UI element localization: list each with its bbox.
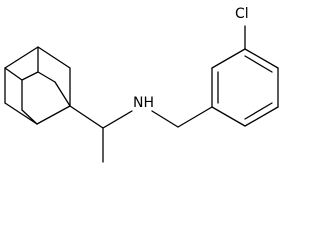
chlorophenyl-ring: [211, 25, 279, 127]
adamantane-cage: [4, 46, 71, 125]
bond-cage-8: [21, 71, 39, 81]
bond-cage-13: [4, 67, 23, 81]
bond-n-to-ch2: [151, 110, 179, 128]
bond-ring-3-inner: [244, 55, 273, 73]
atom-label-amine: NH: [133, 95, 154, 111]
bond-ring-3: [244, 48, 279, 69]
bond-cage-4: [36, 105, 71, 125]
bond-cage-3: [4, 102, 38, 125]
atom-label-chlorine: Cl: [235, 6, 249, 22]
bond-ring-6: [211, 106, 246, 127]
ethylamine-linker: [69, 105, 213, 163]
bond-cage-10: [21, 109, 38, 125]
bond-ring-5: [244, 106, 279, 127]
bond-cage-6: [37, 46, 71, 69]
bond-cage-1: [4, 46, 39, 69]
structure-drawing: NH Cl: [4, 6, 279, 163]
bond-cage-to-ch: [69, 105, 104, 129]
bond-ring-2: [211, 48, 246, 69]
bond-ch-to-n: [102, 110, 133, 129]
bond-cage-12: [54, 81, 71, 107]
bond-cage-11: [37, 71, 56, 83]
bond-ring-5-inner: [244, 102, 273, 120]
bond-ch2-to-ring: [177, 106, 213, 128]
